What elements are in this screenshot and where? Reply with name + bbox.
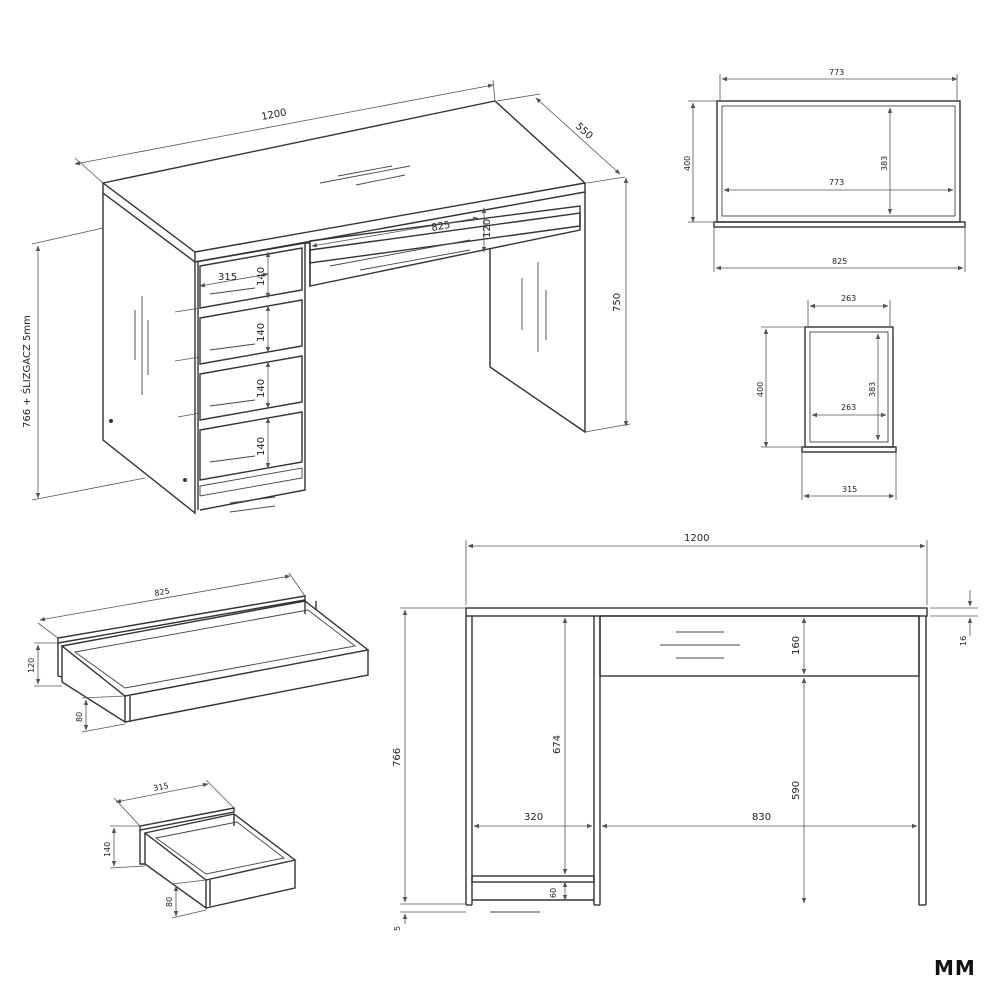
side-section-inner-width: 263: [841, 403, 856, 412]
front-height-label: 766: [392, 748, 403, 767]
iso-drawer-height-1: 140: [256, 267, 267, 286]
front-left-inner-height: 674: [552, 735, 563, 754]
front-width-label: 1200: [684, 533, 709, 544]
front-right-inner-width: 830: [752, 812, 771, 823]
iso-top-drawer-height: 120: [482, 219, 493, 238]
front-top-thickness-label: 16: [959, 636, 968, 646]
iso-width-label: 1200: [260, 107, 287, 123]
wide-drawer-height: 120: [27, 658, 36, 673]
wide-section-inner-width: 773: [829, 178, 844, 187]
small-drawer-iso-view: 315 140 80: [103, 779, 297, 919]
wide-drawer-width: 825: [154, 586, 171, 598]
front-left-inner-width: 320: [524, 812, 543, 823]
iso-drawer-height-4: 140: [256, 437, 267, 456]
front-right-inner-height: 590: [791, 781, 802, 800]
wide-section-inner-height: 383: [880, 156, 889, 171]
iso-drawer-width-label: 315: [218, 272, 237, 283]
front-plinth-label: 60: [549, 888, 558, 898]
iso-height-label: 750: [612, 293, 623, 312]
brand-mark: MM: [934, 956, 976, 980]
side-section-inner-height: 383: [868, 382, 877, 397]
side-section-outer-width: 263: [841, 294, 856, 303]
iso-drawer-height-3: 140: [256, 379, 267, 398]
front-elevation-view: 1200 16 766 5 674 320 60 160 590 830: [392, 533, 978, 931]
side-section-height: 400: [756, 382, 765, 397]
wide-drawer-iso-view: 825 120 80: [27, 572, 370, 733]
front-leg-gap-label: 5: [393, 926, 402, 931]
side-section-bottom-width: 315: [842, 485, 857, 494]
iso-top-drawer-width: 825: [431, 220, 452, 234]
front-drawer-height: 160: [791, 636, 802, 655]
side-drawer-section-view: 263 263 400 383 315: [756, 294, 897, 500]
small-drawer-width: 315: [153, 781, 170, 793]
iso-depth-label: 550: [573, 121, 595, 142]
wide-drawer-inner-height: 80: [75, 712, 84, 722]
wide-section-bottom-width: 825: [832, 257, 847, 266]
iso-drawer-height-2: 140: [256, 323, 267, 342]
wide-section-outer-width: 773: [829, 68, 844, 77]
small-drawer-height: 140: [103, 842, 112, 857]
iso-side-height-label: 766 + ŚLIZGACZ 5mm: [20, 315, 33, 428]
wide-drawer-section-view: 773 773 400 383 825: [683, 68, 966, 272]
wide-section-height: 400: [683, 156, 692, 171]
small-drawer-inner-height: 80: [165, 897, 174, 907]
isometric-desk-view: 1200 550 750 766 + ŚLIZGACZ 5mm 315 140 …: [20, 79, 631, 515]
